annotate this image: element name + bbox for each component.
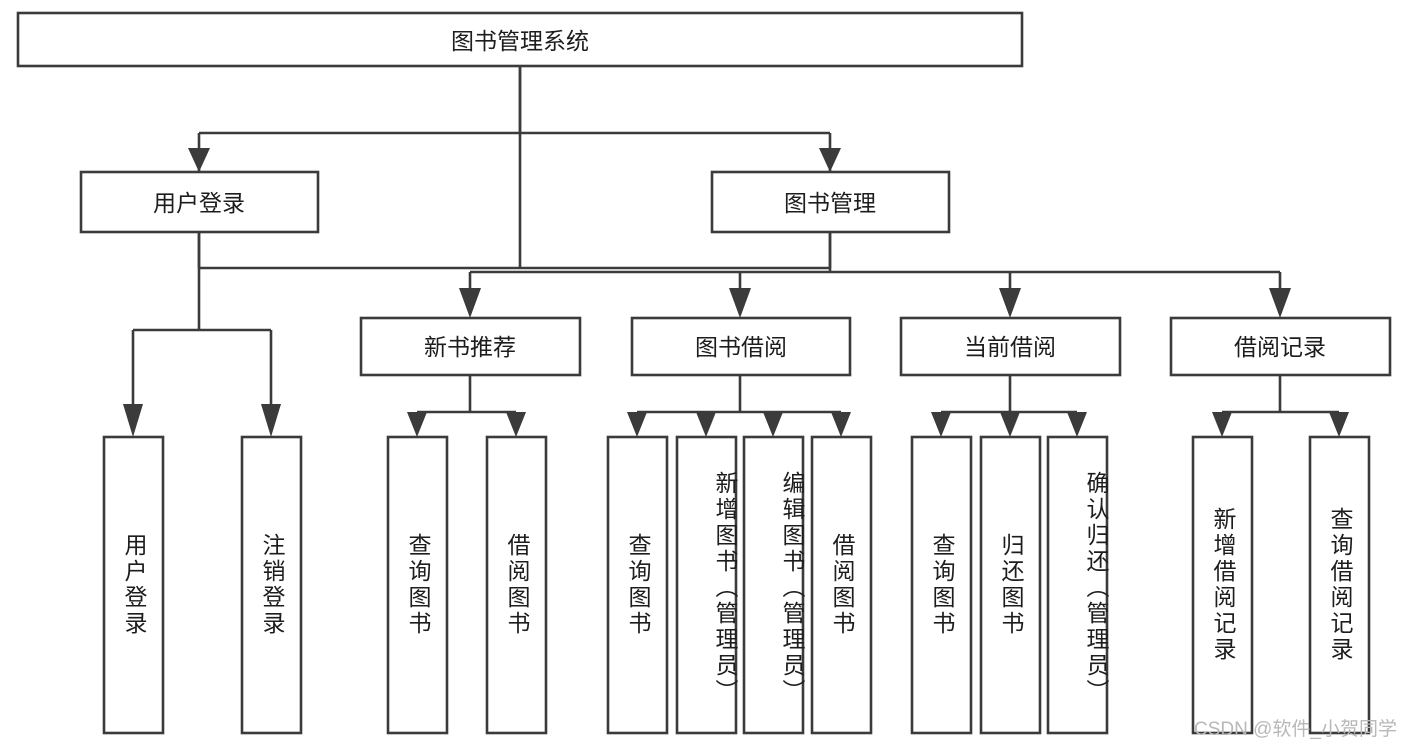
arrow-head-userlogin — [188, 148, 210, 172]
connector-group-borrowrecord-children — [1212, 375, 1349, 437]
node-box-leaf-add-book[interactable] — [675, 435, 738, 735]
watermark-text: CSDN @软件_小贺同学 — [1194, 719, 1397, 740]
node-box-leaf-query-record[interactable] — [1308, 435, 1371, 735]
node-box-leaf-edit-book[interactable] — [742, 435, 805, 735]
node-box-leaf-query-book-1[interactable] — [386, 435, 449, 735]
arrow-head-leaf-add-record — [1212, 412, 1232, 437]
node-label-leaf-query-book-2: 查询图书 — [625, 533, 651, 637]
node-label-leaf-user-login: 用户登录 — [121, 533, 147, 637]
node-box-leaf-borrow-book-1[interactable] — [485, 435, 548, 735]
node-label-leaf-borrow-book-1: 借阅图书 — [504, 533, 530, 637]
node-box-borrow-record[interactable] — [1169, 316, 1392, 377]
connector-group-userlogin-children — [123, 232, 281, 437]
node-box-book-management[interactable] — [710, 170, 951, 234]
node-box-leaf-query-book-2[interactable] — [606, 435, 669, 735]
arrow-head-leaf-confirm-return — [1067, 412, 1087, 437]
node-label-leaf-add-book: 新增图书（管理员） — [712, 471, 738, 705]
arrow-head-current-borrow — [999, 288, 1021, 318]
node-box-leaf-user-login[interactable] — [102, 435, 165, 735]
node-label-leaf-confirm-return: 确认归还（管理员） — [1083, 471, 1109, 705]
connector-group-currentborrow-children — [931, 375, 1087, 437]
node-label-leaf-borrow-book-2: 借阅图书 — [829, 533, 855, 637]
node-label-borrow-record: 借阅记录 — [1234, 334, 1326, 360]
arrow-head-leaf-query-book-2 — [627, 412, 647, 437]
arrow-head-leaf-return-book — [1000, 412, 1020, 437]
node-box-root[interactable] — [16, 11, 1024, 68]
arrow-head-leaf-query-book-1 — [407, 412, 427, 437]
node-box-current-borrow[interactable] — [899, 316, 1122, 377]
node-box-leaf-query-book-3[interactable] — [910, 435, 973, 735]
node-label-book-management: 图书管理 — [784, 190, 876, 216]
arrow-head-leaf-edit-book — [763, 412, 783, 437]
node-box-leaf-add-record[interactable] — [1191, 435, 1254, 735]
node-label-leaf-query-book-1: 查询图书 — [405, 533, 431, 637]
node-box-leaf-borrow-book-2[interactable] — [810, 435, 873, 735]
node-box-leaf-user-logout[interactable] — [240, 435, 303, 735]
arrow-head-leaf-add-book — [696, 412, 716, 437]
arrow-head-bookmgmt — [819, 148, 841, 172]
arrow-head-leaf-query-record — [1329, 412, 1349, 437]
arrow-head-leaf-query-book-3 — [931, 412, 951, 437]
node-label-book-borrow: 图书借阅 — [695, 334, 787, 360]
arrow-head-leaf-borrow-book-1 — [506, 412, 526, 437]
node-label-new-book-recommend: 新书推荐 — [424, 334, 516, 360]
node-label-leaf-return-book: 归还图书 — [998, 533, 1024, 637]
node-label-root: 图书管理系统 — [451, 28, 589, 54]
arrow-head-new-book-recommend — [459, 288, 481, 318]
node-label-leaf-add-record: 新增借阅记录 — [1210, 507, 1236, 663]
node-box-new-book-recommend[interactable] — [359, 316, 582, 377]
connector-group-bookmgmt-children — [459, 232, 1291, 318]
connector-group-bookborrow-children — [627, 375, 851, 437]
node-label-leaf-edit-book: 编辑图书（管理员） — [779, 471, 805, 705]
arrow-head-leaf-user-logout — [261, 404, 281, 437]
node-box-book-borrow[interactable] — [630, 316, 852, 377]
node-label-current-borrow: 当前借阅 — [964, 334, 1056, 360]
connector-group-root — [197, 66, 832, 270]
node-box-user-login[interactable] — [79, 170, 320, 234]
arrow-head-leaf-user-login — [123, 404, 143, 437]
arrow-head-leaf-borrow-book-2 — [831, 412, 851, 437]
arrow-head-book-borrow — [729, 288, 751, 318]
node-label-leaf-user-logout: 注销登录 — [259, 533, 285, 637]
connector-group-level2 — [188, 66, 841, 172]
node-label-leaf-query-book-3: 查询图书 — [929, 533, 955, 637]
node-label-leaf-query-record: 查询借阅记录 — [1327, 507, 1353, 663]
node-label-user-login: 用户登录 — [153, 190, 245, 216]
node-box-leaf-return-book[interactable] — [979, 435, 1042, 735]
arrow-head-borrow-record — [1269, 288, 1291, 318]
node-box-leaf-confirm-return[interactable] — [1046, 435, 1109, 735]
connector-group-newbook-children — [407, 375, 526, 437]
